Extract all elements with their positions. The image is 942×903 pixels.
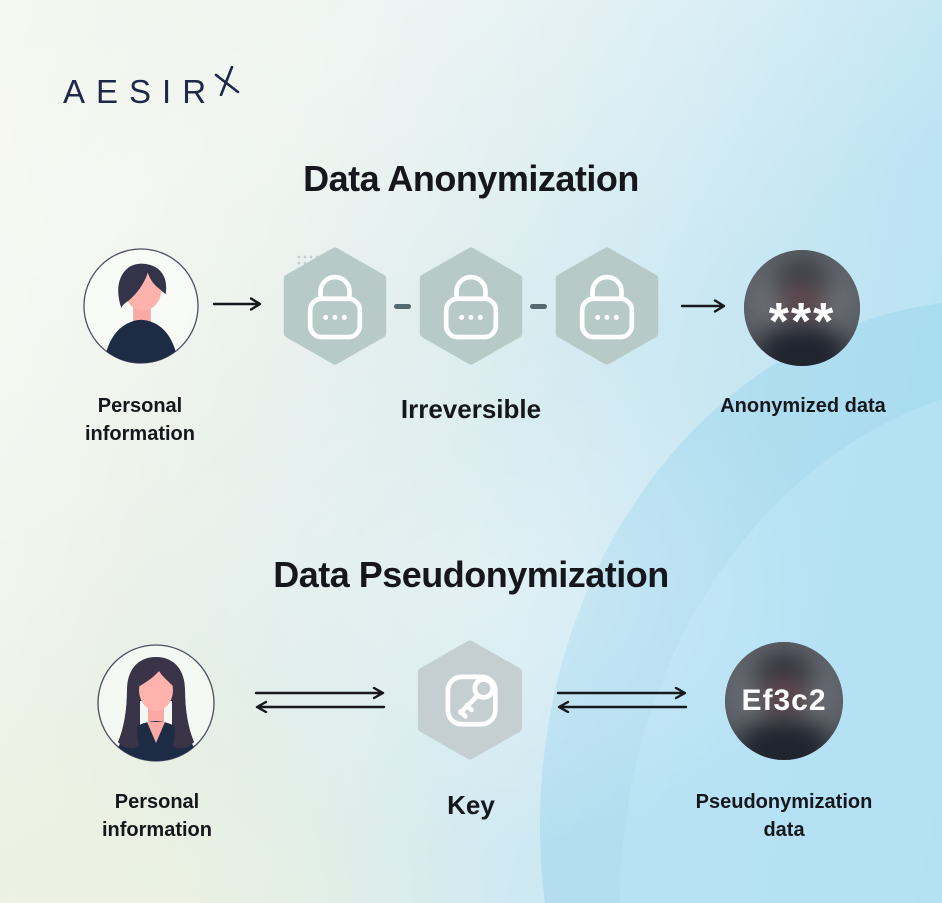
lock-hexagon-3 xyxy=(555,247,659,365)
lock-hexagon-2 xyxy=(419,247,523,365)
key-icon xyxy=(445,674,498,727)
label-anonymized-data: Anonymized data xyxy=(720,395,886,417)
label-personal-information-1: Personal information xyxy=(85,395,195,445)
chain-dash xyxy=(394,304,411,309)
anonymized-avatar: *** xyxy=(744,250,860,366)
arrow-right-icon xyxy=(212,297,268,316)
key-hexagon xyxy=(417,640,523,760)
chain-dash xyxy=(530,304,547,309)
blur-body xyxy=(755,324,849,366)
lock-icon xyxy=(443,274,499,340)
pseudonymized-avatar: Ef3c2 xyxy=(725,642,843,760)
label-irreversible: Irreversible xyxy=(400,394,542,424)
label-pseudonymization-data: Pseudonymization data xyxy=(695,791,873,841)
arrow-right-icon xyxy=(680,299,732,318)
label-personal-information-2: Personal information xyxy=(102,791,212,841)
double-arrow-icon xyxy=(552,686,692,718)
section-title-pseudonymization: Data Pseudonymization xyxy=(273,554,669,595)
label-key: Key xyxy=(447,790,495,820)
anonymized-value: *** xyxy=(768,293,836,351)
logo-x-icon xyxy=(213,65,241,101)
lock-icon xyxy=(579,274,635,340)
blur-face xyxy=(763,675,805,720)
logo-text: AESIR xyxy=(63,73,218,110)
aesirx-logo: AESIR xyxy=(63,65,241,110)
male-avatar-icon xyxy=(82,247,200,370)
lock-hexagon-1 xyxy=(283,247,387,365)
section-title-anonymization: Data Anonymization xyxy=(303,158,639,199)
lock-icon xyxy=(307,274,363,340)
blur-face xyxy=(782,282,822,327)
pseudonym-value: Ef3c2 xyxy=(741,684,827,717)
blur-body xyxy=(736,717,832,760)
female-avatar-icon xyxy=(96,643,216,768)
double-arrow-icon xyxy=(250,686,390,718)
